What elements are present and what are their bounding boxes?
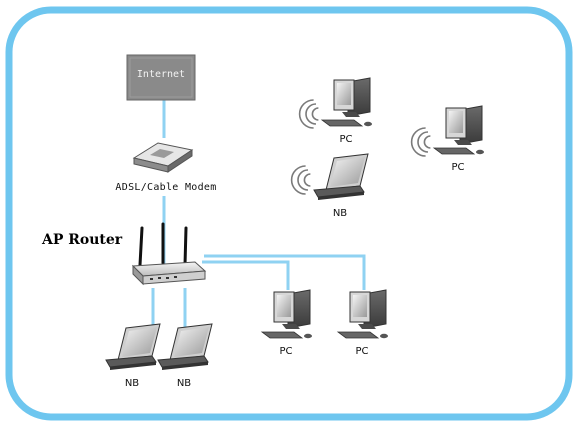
router-label: AP Router: [41, 232, 123, 248]
pc-icon: PC: [338, 290, 388, 357]
pc-label: PC: [339, 134, 352, 145]
antenna-icon: [140, 224, 186, 265]
modem-label: ADSL/Cable Modem: [115, 182, 216, 193]
notebook-icon: NB: [292, 154, 368, 219]
nb-label: NB: [125, 378, 139, 389]
wifi-wave: [304, 174, 310, 186]
notebook-icon: NB: [158, 324, 212, 389]
pc-icon: PC: [300, 78, 372, 145]
notebook-icon: NB: [106, 324, 160, 389]
pc-label: PC: [451, 162, 464, 173]
pc-icon: PC: [412, 106, 484, 173]
wifi-wave: [312, 108, 318, 120]
link-router-pc1: [202, 262, 288, 290]
internet-label: Internet: [137, 69, 185, 80]
router-node: AP Router: [41, 224, 205, 284]
pc-label: PC: [355, 346, 368, 357]
wifi-wave: [418, 132, 428, 152]
pc-icon: PC: [262, 290, 312, 357]
modem-node: ADSL/Cable Modem: [115, 143, 216, 193]
internet-node: Internet: [127, 55, 195, 100]
wifi-wave: [424, 136, 430, 148]
nb-label: NB: [333, 208, 347, 219]
pc-label: PC: [279, 346, 292, 357]
wifi-wave: [306, 104, 316, 124]
nb-label: NB: [177, 378, 191, 389]
wifi-wave: [298, 170, 308, 190]
